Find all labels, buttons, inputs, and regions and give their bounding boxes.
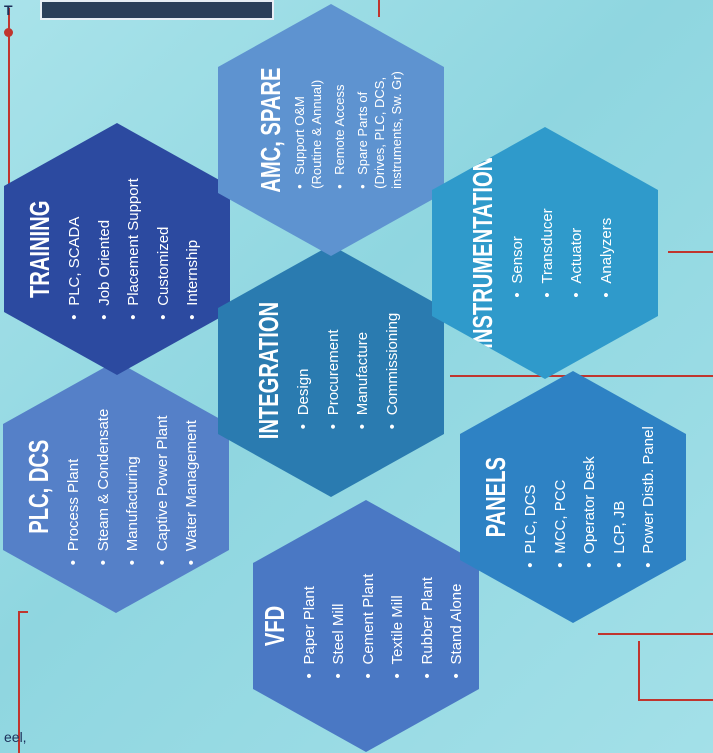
hex-items: •Sensor •Transducer •Actuator •Analyzers (503, 208, 621, 297)
list-item: •Stand Alone (448, 583, 465, 679)
list-item: •Spare Parts of (Drives, PLC, DCS, instr… (355, 71, 404, 189)
list-item: •Commissioning (383, 312, 401, 430)
connector-line-instrumentation (668, 251, 713, 253)
list-item: •Design (295, 368, 312, 430)
hex-plc-dcs: PLC, DCS •Process Plant •Steam & Condens… (3, 361, 229, 613)
list-item: •Water Management (183, 420, 201, 566)
list-item: •Transducer (538, 208, 556, 298)
list-item: •Procurement (324, 329, 342, 430)
hex-items: •Design •Procurement •Manufacture •Commi… (289, 313, 407, 430)
list-item: •Sensor (509, 236, 526, 298)
list-item: •Support O&M (Routine & Annual) (292, 79, 324, 189)
hex-items: •Paper Plant •Steel Mill •Cement Plant •… (295, 574, 472, 679)
list-item: •Rubber Plant (418, 576, 436, 679)
connector-line-panels (638, 699, 713, 701)
connector-line-panels-h (638, 641, 640, 701)
hex-instrumentation: INSTRUMENTATION •Sensor •Transducer •Act… (432, 127, 658, 379)
list-item: •Manufacturing (124, 456, 142, 566)
list-item: •LCP, JB (610, 500, 628, 568)
list-item: •Cement Plant (359, 573, 377, 679)
hex-title: PLC, DCS (23, 439, 55, 535)
connector-line-vfd-bottom (598, 633, 713, 635)
hex-amc-spare: AMC, SPARE •Support O&M (Routine & Annua… (218, 4, 444, 256)
partial-footer-text: eel, (4, 729, 27, 745)
hex-items: •PLC, SCADA •Job Oriented •Placement Sup… (60, 178, 208, 320)
list-item: •Textile Mill (389, 595, 406, 679)
hex-title: TRAINING (24, 200, 56, 298)
hex-panels: PANELS •PLC, DCS •MCC, PCC •Operator Des… (460, 371, 686, 623)
hex-title: AMC, SPARE (255, 67, 286, 193)
list-item: •Manufacture (354, 331, 371, 430)
list-item: •Captive Power Plant (153, 415, 171, 566)
hex-vfd: VFD •Paper Plant •Steel Mill •Cement Pla… (253, 500, 479, 752)
list-item: •Internship (184, 239, 202, 320)
list-item: •Steel Mill (330, 603, 347, 679)
hex-training: TRAINING •PLC, SCADA •Job Oriented •Plac… (4, 123, 230, 375)
list-item: •Process Plant (65, 458, 83, 566)
list-item: •Operator Desk (581, 456, 599, 568)
hex-items: •Process Plant •Steam & Condensate •Manu… (59, 409, 207, 566)
list-item: •Remote Access (332, 84, 347, 189)
list-item: •Analyzers (597, 217, 615, 298)
hex-title: PANELS (480, 456, 512, 538)
corner-image-fragment (40, 0, 274, 20)
list-item: •Steam & Condensate (94, 408, 112, 566)
list-item: •Customized (154, 226, 172, 320)
list-item: •MCC, PCC (551, 479, 569, 568)
list-item: •Paper Plant (300, 586, 318, 679)
hex-integration: INTEGRATION •Design •Procurement •Manufa… (218, 245, 444, 497)
corner-letter: T (4, 2, 13, 18)
list-item: •Job Oriented (95, 219, 113, 320)
list-item: •PLC, DCS (522, 484, 540, 568)
list-item: •PLC, SCADA (66, 216, 84, 320)
list-item: •Actuator (568, 227, 585, 298)
connector-dot (4, 28, 13, 37)
hex-items: •Support O&M (Routine & Annual) •Remote … (291, 71, 405, 189)
list-item: •Placement Support (125, 178, 143, 320)
connector-line-amc (378, 0, 380, 17)
list-item: •Power Distb. Panel (640, 426, 658, 568)
hex-title: INSTRUMENTATION (467, 157, 498, 349)
hex-title: VFD (258, 605, 290, 647)
hex-title: INTEGRATION (253, 302, 284, 440)
hex-items: •PLC, DCS •MCC, PCC •Operator Desk •LCP,… (516, 426, 664, 568)
